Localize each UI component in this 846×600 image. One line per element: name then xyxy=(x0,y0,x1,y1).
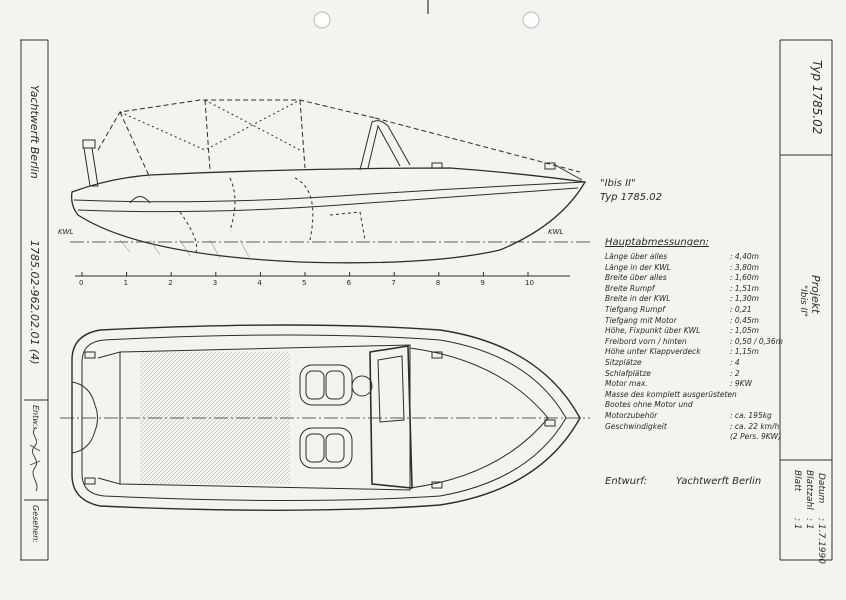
scale-tick-label: 4 xyxy=(257,279,262,287)
scale-tick-label: 9 xyxy=(480,279,485,287)
spec-label: Höhe, Fixpunkt über KWL xyxy=(605,326,701,336)
scale-tick-label: 6 xyxy=(346,279,352,287)
scale-tick-label: 3 xyxy=(212,279,218,287)
design-value: Yachtwerft Berlin xyxy=(676,476,762,487)
spec-value: : 4 xyxy=(730,358,740,367)
spec-row: Breite über alles : 1,60m xyxy=(605,273,845,284)
spec-row: Freibord vorn / hinten : 0,50 / 0,36m xyxy=(605,337,845,348)
spec-value: : 9KW xyxy=(730,379,753,389)
boat-type-label: Typ 1785.02 xyxy=(600,192,663,203)
spec-value: : 0,50 / 0,36m xyxy=(730,336,783,346)
spec-row: Masse des komplett ausgerüsteten xyxy=(605,390,845,401)
boat-name-label: "Ibis II" xyxy=(600,178,636,189)
spec-value: : 3,80m xyxy=(730,262,759,272)
spec-value: : 0,45m xyxy=(730,315,759,325)
spec-value: : 0,21 xyxy=(730,305,752,314)
design-label: Entwurf: xyxy=(605,476,648,487)
spec-value: : 1,60m xyxy=(730,273,759,283)
spec-row: Tiefgang Rumpf : 0,21 xyxy=(605,305,845,316)
spec-row: Sitzplätze : 4 xyxy=(605,358,845,369)
spec-value: : 2 xyxy=(730,368,740,378)
spec-label: Breite in der KWL xyxy=(605,294,671,304)
spec-label: Bootes ohne Motor und xyxy=(605,400,693,410)
spec-value: (2 Pers. 9KW) xyxy=(730,432,782,442)
spec-label: Breite über alles xyxy=(605,273,667,283)
scale-tick-label: 0 xyxy=(79,279,84,287)
scale-tick-label: 5 xyxy=(302,279,307,287)
spec-row: Motor max. : 9KW xyxy=(605,379,845,390)
spec-value: : 1,30m xyxy=(730,294,759,304)
kwl-left-label: KWL xyxy=(58,228,74,236)
spec-row: Länge in der KWL : 3,80m xyxy=(605,263,845,274)
spec-value: : 4,40m xyxy=(730,252,759,261)
spec-row: Motorzubehör : ca. 195kg xyxy=(605,411,845,422)
spec-row: Tiefgang mit Motor : 0,45m xyxy=(605,316,845,327)
spec-label: Tiefgang Rumpf xyxy=(605,305,665,314)
spec-value: : ca. 195kg xyxy=(730,411,772,420)
scale-tick-label: 2 xyxy=(168,279,173,287)
spec-row: Länge über alles : 4,40m xyxy=(605,252,845,263)
scale-tick-label: 8 xyxy=(435,279,441,287)
spec-value: : 1,15m xyxy=(730,347,759,357)
spec-row: Geschwindigkeit : ca. 22 km/h xyxy=(605,422,845,433)
scale-tick-label: 1 xyxy=(123,279,129,287)
spec-row: Bootes ohne Motor und xyxy=(605,400,845,411)
spec-row: Schlafplätze : 2 xyxy=(605,369,845,380)
specs-heading: Hauptabmessungen: xyxy=(605,237,709,248)
spec-label: Masse des komplett ausgerüsteten xyxy=(605,389,737,399)
spec-label: Motorzubehör xyxy=(605,411,658,420)
spec-row: (2 Pers. 9KW) xyxy=(605,432,845,443)
spec-row: Höhe, Fixpunkt über KWL : 1,05m xyxy=(605,326,845,337)
spec-value: : ca. 22 km/h xyxy=(730,421,780,431)
scale-tick-label: 10 xyxy=(525,279,534,287)
spec-row: Höhe unter Klappverdeck : 1,15m xyxy=(605,347,845,358)
spec-row: Breite in der KWL : 1,30m xyxy=(605,294,845,305)
spec-label: Tiefgang mit Motor xyxy=(605,315,677,325)
spec-label: Länge über alles xyxy=(605,252,668,261)
spec-label: Höhe unter Klappverdeck xyxy=(605,347,701,357)
spec-label: Länge in der KWL xyxy=(605,262,671,272)
spec-label: Schlafplätze xyxy=(605,368,651,378)
spec-label: Breite Rumpf xyxy=(605,283,655,293)
spec-value: : 1,51m xyxy=(730,283,759,293)
drawn-by-signature xyxy=(29,426,41,492)
spec-label: Geschwindigkeit xyxy=(605,421,667,431)
spec-label: Motor max. xyxy=(605,379,648,389)
spec-value: : 1,05m xyxy=(730,326,759,336)
spec-label: Sitzplätze xyxy=(605,358,642,367)
spec-label: Freibord vorn / hinten xyxy=(605,336,687,346)
spec-row: Breite Rumpf : 1,51m xyxy=(605,284,845,295)
kwl-right-label: KWL xyxy=(548,228,564,236)
scale-tick-label: 7 xyxy=(391,279,396,287)
